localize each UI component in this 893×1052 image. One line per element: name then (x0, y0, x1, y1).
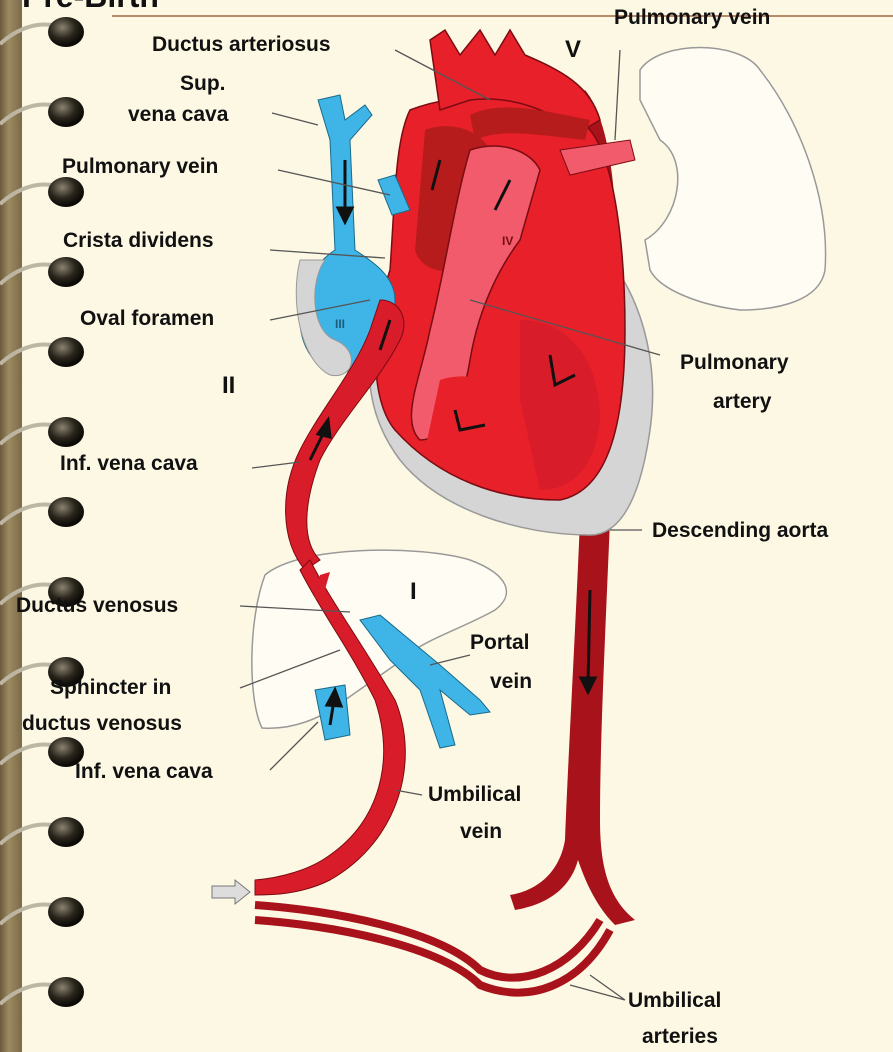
label-ductus-venosus: Ductus venosus (16, 594, 178, 618)
roman-iii: III (335, 317, 345, 331)
label-descending-aorta: Descending aorta (652, 519, 828, 543)
label-pulmonary-artery-line2: artery (713, 390, 771, 414)
label-sup-vena-cava-line1: Sup. (180, 72, 226, 96)
label-sphincter-line2: ductus venosus (22, 712, 182, 736)
inflow-arrow-icon (212, 880, 250, 904)
label-umbilical-arteries-line1: Umbilical (628, 989, 721, 1013)
label-portal-vein-line2: vein (490, 670, 532, 694)
umbilical-artery-1 (255, 905, 600, 978)
label-umbilical-vein-line2: vein (460, 820, 502, 844)
roman-ii: II (222, 372, 235, 400)
label-sphincter-line1: Sphincter in (50, 676, 171, 700)
label-pulmonary-vein-left: Pulmonary vein (62, 155, 218, 179)
umbilical-artery-2 (255, 920, 610, 993)
label-portal-vein-line1: Portal (470, 631, 530, 655)
label-oval-foramen: Oval foramen (80, 307, 214, 331)
lung-outline (640, 48, 826, 311)
label-crista-dividens: Crista dividens (63, 229, 214, 253)
label-sup-vena-cava-line2: vena cava (128, 103, 228, 127)
label-inf-vena-cava-lower: Inf. vena cava (75, 760, 213, 784)
label-pulmonary-artery-line1: Pulmonary (680, 351, 789, 375)
label-pulmonary-vein-top: Pulmonary vein (614, 6, 770, 30)
label-inf-vena-cava-upper: Inf. vena cava (60, 452, 198, 476)
label-umbilical-vein-line1: Umbilical (428, 783, 521, 807)
label-umbilical-arteries-line2: arteries (642, 1025, 718, 1049)
roman-v: V (565, 36, 581, 64)
roman-iv: IV (502, 234, 513, 248)
label-ductus-arteriosus: Ductus arteriosus (152, 33, 331, 57)
roman-i: I (410, 578, 417, 606)
